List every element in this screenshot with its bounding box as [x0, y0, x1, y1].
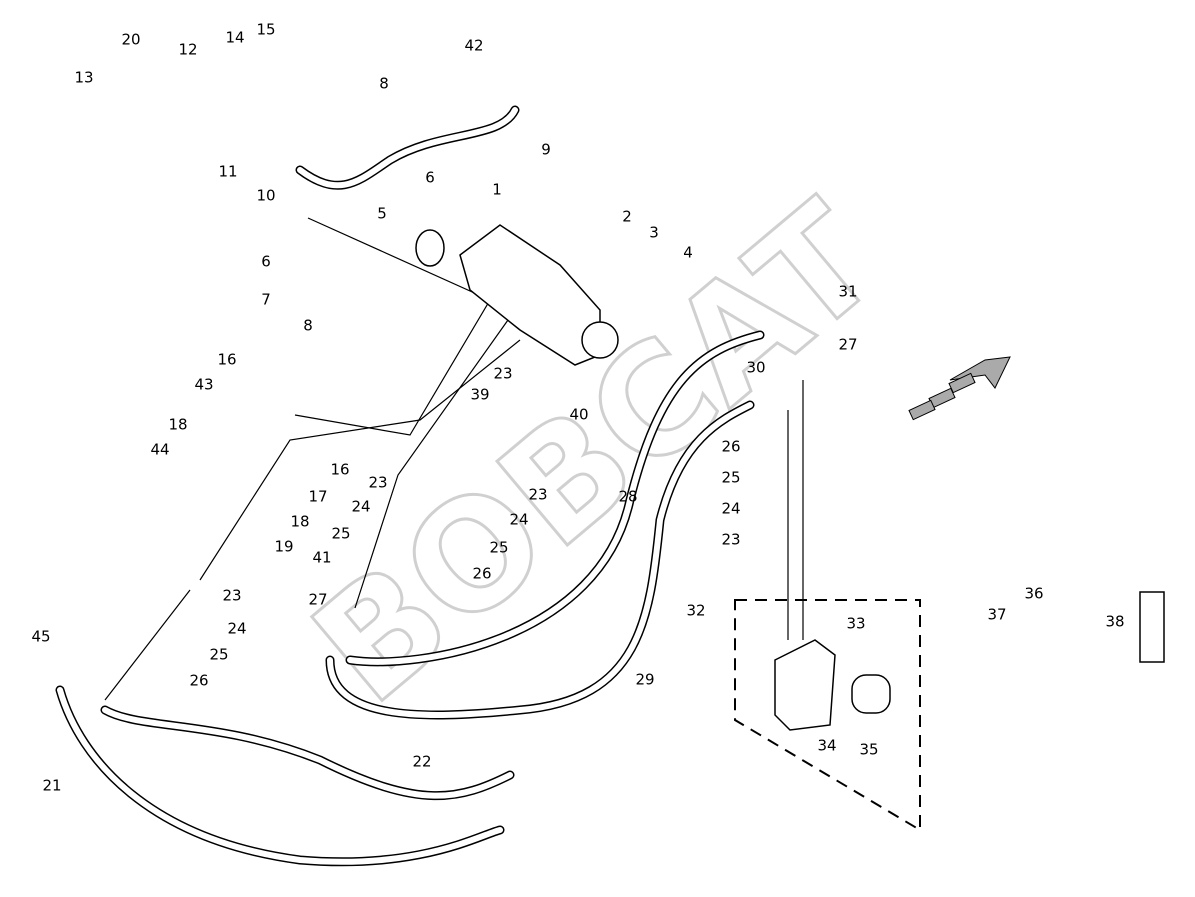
direction-arrow-icon [908, 356, 1011, 421]
callout-37: 37 [987, 606, 1006, 624]
callout-24: 24 [351, 498, 370, 516]
callout-24: 24 [227, 620, 246, 638]
callout-30: 30 [746, 359, 765, 377]
callout-7: 7 [261, 291, 271, 309]
callout-16: 16 [330, 461, 349, 479]
callout-27: 27 [838, 336, 857, 354]
callout-25: 25 [721, 469, 740, 487]
callout-22: 22 [412, 753, 431, 771]
callout-43: 43 [194, 376, 213, 394]
callout-27: 27 [308, 591, 327, 609]
valve-assembly-34 [774, 639, 891, 731]
callout-20: 20 [121, 31, 140, 49]
callout-2: 2 [622, 208, 632, 226]
callout-23: 23 [222, 587, 241, 605]
callout-45: 45 [31, 628, 50, 646]
callout-18: 18 [290, 513, 309, 531]
callout-40: 40 [569, 406, 588, 424]
hoses [55, 105, 765, 867]
callout-8: 8 [379, 75, 389, 93]
callout-23: 23 [368, 474, 387, 492]
callout-42: 42 [464, 37, 483, 55]
callout-23: 23 [493, 365, 512, 383]
callout-26: 26 [721, 438, 740, 456]
callout-25: 25 [209, 646, 228, 664]
callout-6: 6 [425, 169, 435, 187]
callout-23: 23 [528, 486, 547, 504]
callout-4: 4 [683, 244, 693, 262]
callout-24: 24 [509, 511, 528, 529]
callout-6: 6 [261, 253, 271, 271]
callout-18: 18 [168, 416, 187, 434]
callout-28: 28 [618, 488, 637, 506]
callout-34: 34 [817, 737, 836, 755]
callout-44: 44 [150, 441, 169, 459]
callout-5: 5 [377, 205, 387, 223]
callout-23: 23 [721, 531, 740, 549]
callout-26: 26 [189, 672, 208, 690]
callout-3: 3 [649, 224, 659, 242]
callout-33: 33 [846, 615, 865, 633]
callout-38: 38 [1105, 613, 1124, 631]
callout-25: 25 [331, 525, 350, 543]
callout-9: 9 [541, 141, 551, 159]
callout-10: 10 [256, 187, 275, 205]
callout-17: 17 [308, 488, 327, 506]
callout-21: 21 [42, 777, 61, 795]
assembly-32-boundary [734, 599, 921, 832]
callout-24: 24 [721, 500, 740, 518]
callout-41: 41 [312, 549, 331, 567]
callout-39: 39 [470, 386, 489, 404]
callout-36: 36 [1024, 585, 1043, 603]
callout-14: 14 [225, 29, 244, 47]
callout-31: 31 [838, 283, 857, 301]
callout-19: 19 [274, 538, 293, 556]
valve-block [415, 224, 619, 366]
sleeve-38 [1139, 591, 1165, 663]
callout-25: 25 [489, 539, 508, 557]
callout-15: 15 [256, 21, 275, 39]
callout-11: 11 [218, 163, 237, 181]
callout-16: 16 [217, 351, 236, 369]
callout-35: 35 [859, 741, 878, 759]
callout-8: 8 [303, 317, 313, 335]
callout-32: 32 [686, 602, 705, 620]
callout-26: 26 [472, 565, 491, 583]
callout-12: 12 [178, 41, 197, 59]
callout-13: 13 [74, 69, 93, 87]
callout-29: 29 [635, 671, 654, 689]
tubes [104, 217, 804, 701]
callout-1: 1 [492, 181, 502, 199]
